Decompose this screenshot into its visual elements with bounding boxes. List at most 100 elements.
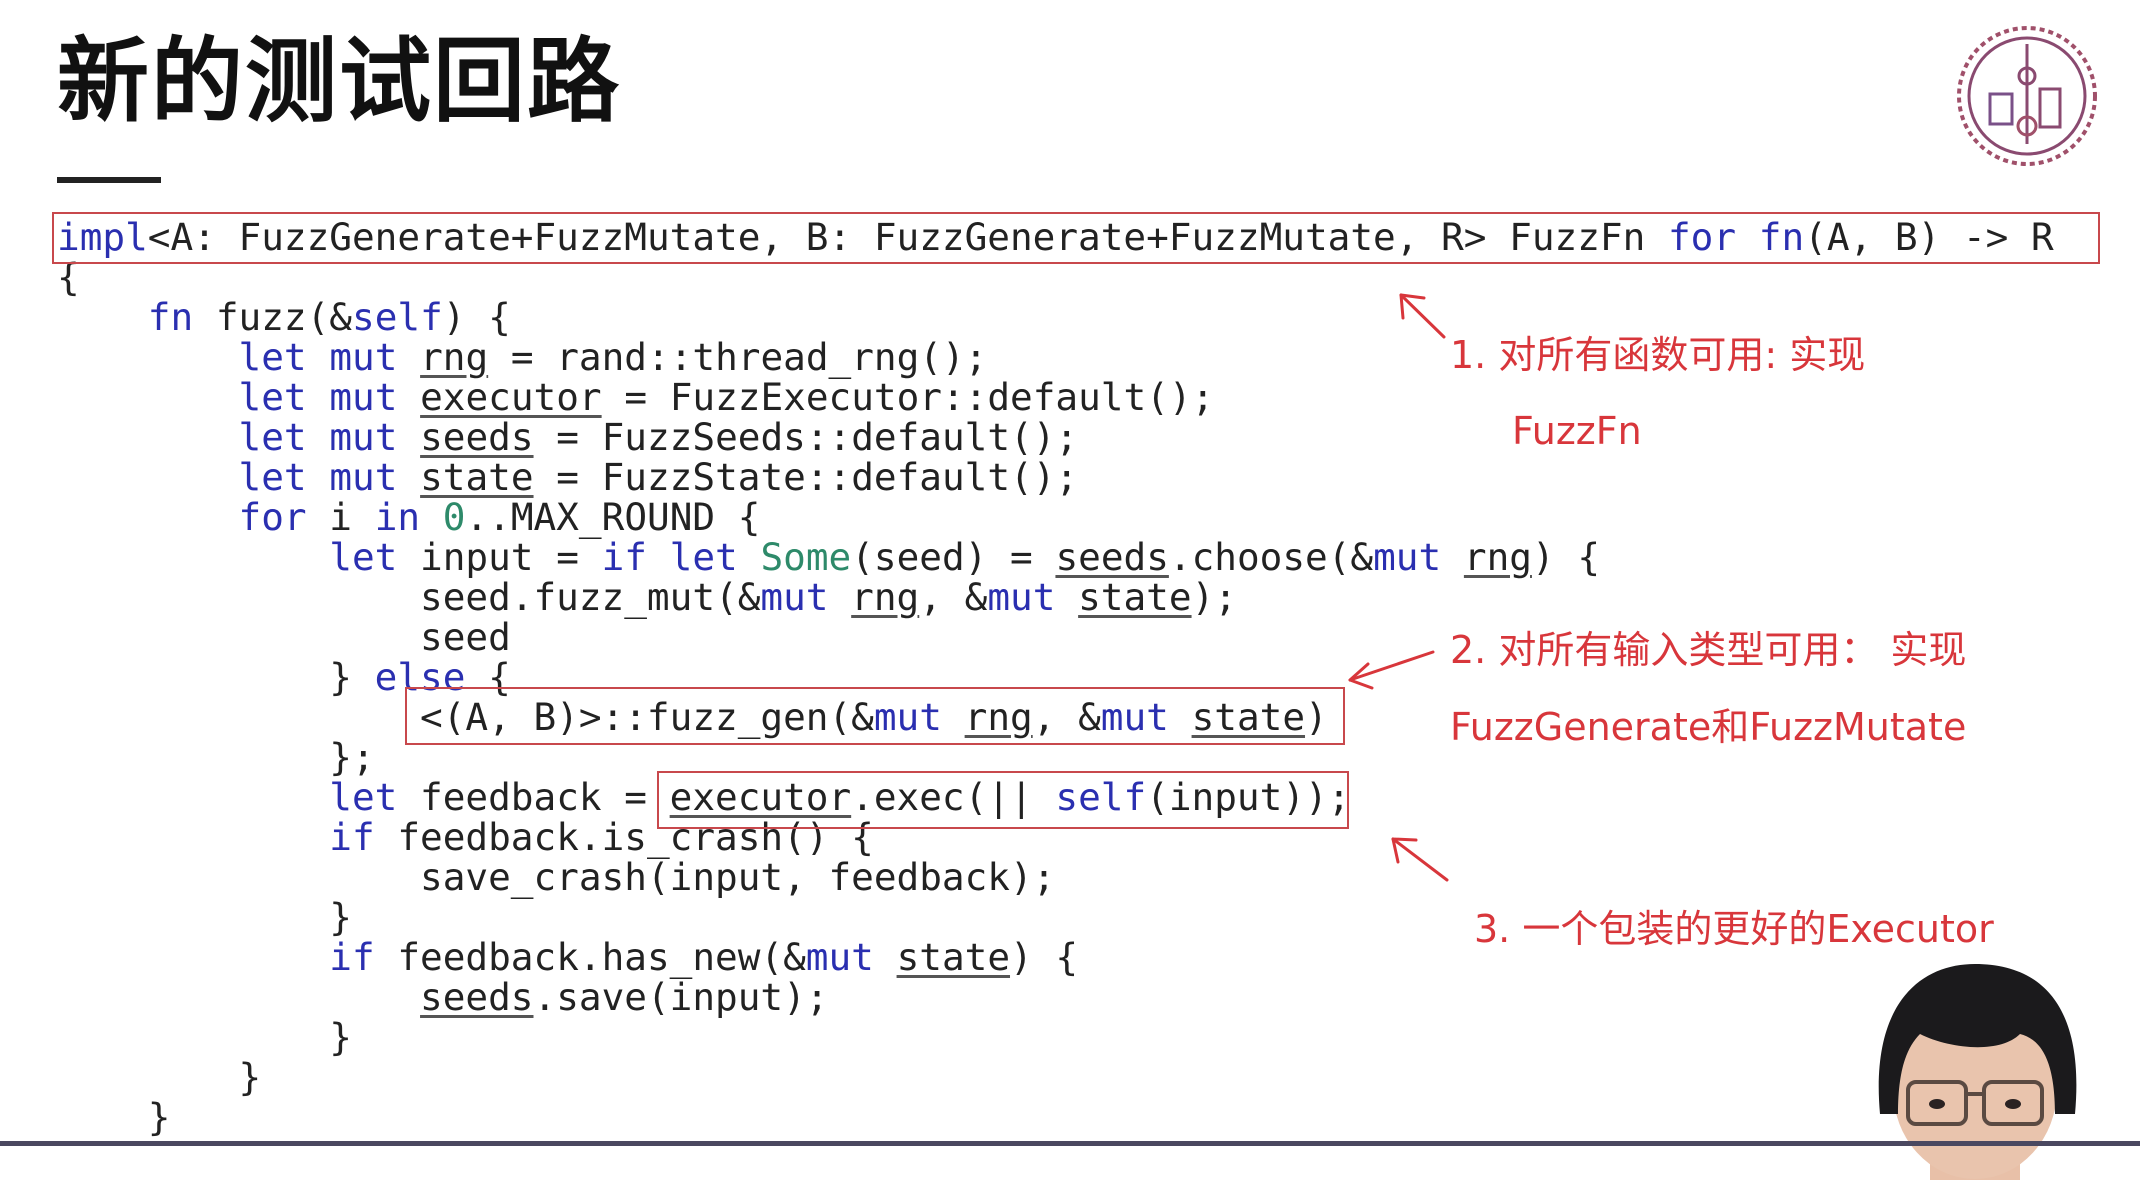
code-text: ..MAX_ROUND { bbox=[465, 495, 761, 539]
code-text bbox=[57, 415, 239, 459]
code-keyword: let bbox=[238, 455, 307, 499]
title-underline-divider bbox=[57, 177, 161, 183]
code-mut-variable: state bbox=[1078, 575, 1192, 619]
code-keyword: if bbox=[329, 935, 375, 979]
code-text: = rand::thread_rng(); bbox=[488, 335, 988, 379]
code-text bbox=[57, 775, 329, 819]
code-text bbox=[397, 455, 420, 499]
code-text: input = bbox=[397, 535, 602, 579]
code-text: = FuzzState::default(); bbox=[533, 455, 1079, 499]
code-text: save_crash(input, feedback); bbox=[57, 855, 1056, 899]
code-line: let mut rng = rand::thread_rng(); bbox=[57, 337, 2054, 377]
code-text: .save(input); bbox=[533, 975, 829, 1019]
code-text: } bbox=[57, 1095, 171, 1139]
code-text bbox=[828, 575, 851, 619]
slide-title: 新的测试回路 bbox=[57, 28, 622, 135]
code-text: } bbox=[57, 1015, 352, 1059]
code-text: feedback.has_new(& bbox=[374, 935, 806, 979]
presenter-webcam-overlay bbox=[1878, 964, 2077, 1180]
code-text bbox=[57, 375, 239, 419]
code-keyword: mut bbox=[805, 935, 874, 979]
code-text bbox=[57, 455, 239, 499]
code-line: } bbox=[57, 1017, 2054, 1057]
code-text bbox=[57, 935, 329, 979]
highlight-box-impl bbox=[52, 212, 2100, 264]
code-text bbox=[397, 415, 420, 459]
code-line: let mut seeds = FuzzSeeds::default(); bbox=[57, 417, 2054, 457]
code-text: ) { bbox=[1010, 935, 1079, 979]
highlight-box-exec bbox=[657, 771, 1349, 829]
code-text: .choose(& bbox=[1168, 535, 1374, 579]
code-text bbox=[420, 495, 443, 539]
code-keyword: else bbox=[374, 655, 466, 699]
code-block: impl<A: FuzzGenerate+FuzzMutate, B: Fuzz… bbox=[57, 217, 2054, 1137]
code-text: feedback = bbox=[397, 775, 670, 819]
code-line: } else { bbox=[57, 657, 2054, 697]
code-mut-variable: rng bbox=[964, 695, 1033, 739]
code-keyword: mut bbox=[329, 415, 398, 459]
code-text: , & bbox=[1032, 695, 1101, 739]
code-keyword: mut bbox=[1373, 535, 1442, 579]
code-text: }; bbox=[57, 735, 375, 779]
code-text: (input)); bbox=[1146, 775, 1351, 819]
annotation-2-line-1: 2. 对所有输入类型可用： 实现 bbox=[1450, 628, 1967, 672]
code-text: ) bbox=[1305, 695, 1328, 739]
code-literal: 0 bbox=[442, 495, 466, 539]
code-keyword: fn bbox=[1758, 215, 1805, 259]
code-text: } bbox=[57, 1055, 262, 1099]
code-line: <(A, B)>::fuzz_gen(&mut rng, &mut state) bbox=[57, 697, 2054, 737]
code-literal: Some bbox=[760, 535, 852, 579]
code-mut-variable: state bbox=[896, 935, 1011, 979]
bottom-border bbox=[0, 1141, 2140, 1146]
code-line: let input = if let Some(seed) = seeds.ch… bbox=[57, 537, 2054, 577]
code-text: ) { bbox=[1531, 535, 1601, 579]
code-text bbox=[874, 935, 897, 979]
code-text: (seed) = bbox=[851, 535, 1056, 579]
code-keyword: let bbox=[238, 415, 307, 459]
code-keyword: fn bbox=[147, 295, 194, 339]
code-line: if feedback.has_new(&mut state) { bbox=[57, 937, 2054, 977]
code-line: } bbox=[57, 1097, 2054, 1137]
code-keyword: mut bbox=[987, 575, 1056, 619]
code-text bbox=[57, 295, 148, 339]
code-line: for i in 0..MAX_ROUND { bbox=[57, 497, 2054, 537]
code-keyword: let bbox=[238, 335, 307, 379]
code-keyword: self bbox=[352, 295, 443, 339]
code-text bbox=[647, 535, 670, 579]
code-text bbox=[57, 495, 239, 539]
code-text: ) { bbox=[442, 295, 511, 339]
code-keyword: mut bbox=[1100, 695, 1169, 739]
code-text bbox=[1441, 535, 1464, 579]
code-text bbox=[57, 815, 329, 859]
university-gear-seal-icon bbox=[1957, 26, 2097, 166]
code-text bbox=[307, 455, 330, 499]
code-text bbox=[307, 375, 330, 419]
code-text: seed.fuzz_mut(& bbox=[57, 575, 761, 619]
code-mut-variable: rng bbox=[851, 575, 920, 619]
code-line: } bbox=[57, 1057, 2054, 1097]
code-text bbox=[397, 335, 420, 379]
code-text: .exec(|| bbox=[851, 775, 1056, 819]
code-keyword: let bbox=[669, 535, 738, 579]
annotation-3: 3. 一个包装的更好的Executor bbox=[1474, 907, 1994, 951]
code-text bbox=[57, 975, 420, 1019]
code-keyword: mut bbox=[760, 575, 829, 619]
code-text: seed bbox=[57, 615, 511, 659]
code-line: }; bbox=[57, 737, 2054, 777]
code-text bbox=[57, 335, 239, 379]
code-line: } bbox=[57, 897, 2054, 937]
code-text bbox=[738, 535, 761, 579]
code-line: let feedback = executor.exec(|| self(inp… bbox=[57, 777, 2054, 817]
code-keyword: for bbox=[238, 495, 307, 539]
code-text: } bbox=[57, 655, 375, 699]
code-keyword: self bbox=[1055, 775, 1147, 819]
code-keyword: impl bbox=[57, 215, 148, 259]
code-text bbox=[307, 335, 330, 379]
code-line: save_crash(input, feedback); bbox=[57, 857, 2054, 897]
code-keyword: let bbox=[329, 775, 398, 819]
code-text: (A, B) -> R bbox=[1804, 215, 2054, 259]
code-keyword: if bbox=[329, 815, 375, 859]
code-text: = FuzzSeeds::default(); bbox=[533, 415, 1079, 459]
code-line: seed bbox=[57, 617, 2054, 657]
code-mut-variable: seeds bbox=[420, 975, 534, 1019]
